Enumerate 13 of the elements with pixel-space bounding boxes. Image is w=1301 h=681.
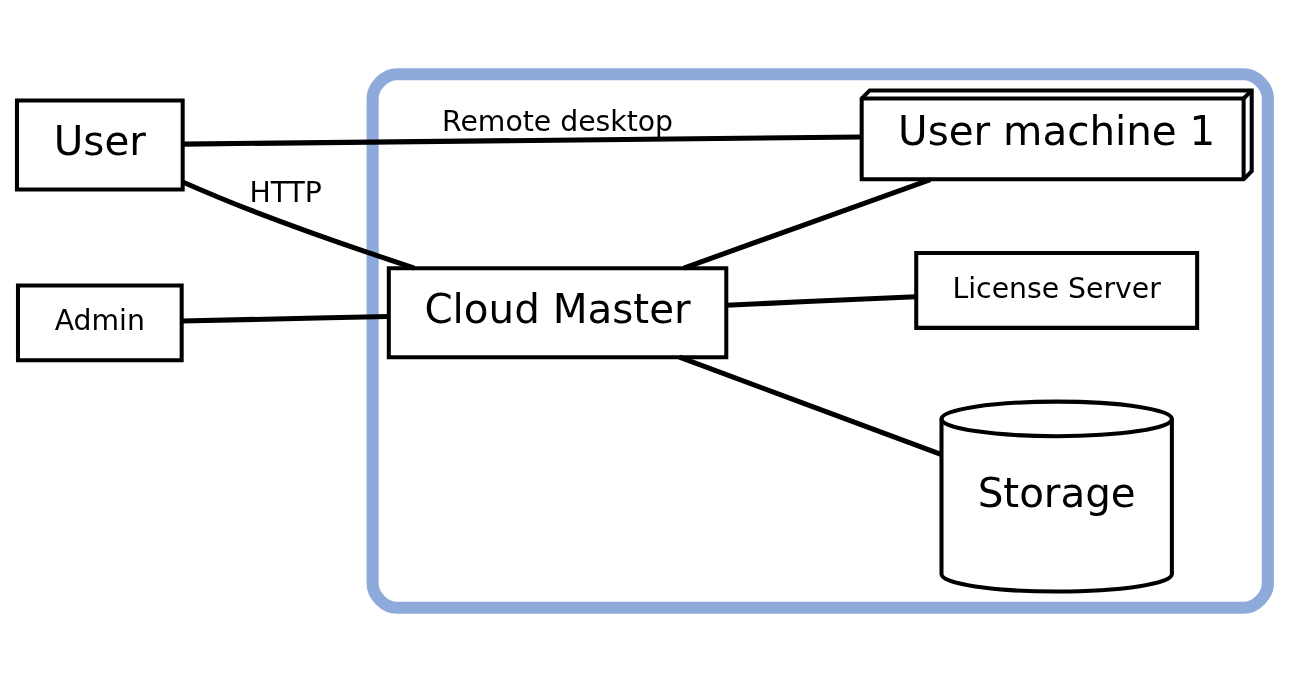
edge-label: HTTP (249, 175, 322, 209)
node-box: Admin (15, 282, 184, 362)
cluster (366, 67, 1274, 614)
node-box: Cloud Master (386, 265, 729, 359)
connector (726, 293, 916, 308)
edge-label: Remote desktop (442, 104, 673, 138)
connector (183, 133, 861, 147)
node-box: License Server (914, 250, 1200, 330)
connector (678, 354, 942, 457)
connector (182, 179, 416, 270)
connector (683, 176, 932, 270)
node-box: User (14, 98, 185, 191)
connector (181, 313, 388, 324)
